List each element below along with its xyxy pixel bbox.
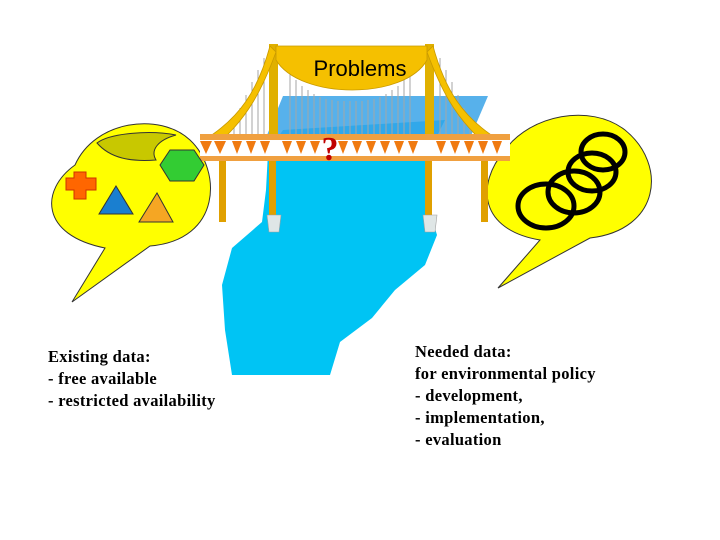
triangle-blue-icon xyxy=(98,185,134,215)
needed-data-line-4: - implementation, xyxy=(415,408,545,427)
river xyxy=(222,120,445,375)
bridge-deck xyxy=(200,134,510,161)
needed-data-line-5: - evaluation xyxy=(415,430,502,449)
question-mark: ? xyxy=(322,131,339,168)
needed-data-line-3: - development, xyxy=(415,386,523,405)
triangle-orange-icon xyxy=(138,192,174,223)
cable-main xyxy=(275,45,428,91)
needed-data-line-2: for environmental policy xyxy=(415,364,596,383)
cross-icon xyxy=(65,171,97,200)
bridge-towers xyxy=(219,44,488,233)
right-speech-bubble xyxy=(486,114,652,289)
existing-data-line-1: Existing data: xyxy=(48,347,151,366)
existing-data-label: Existing data: - free available - restri… xyxy=(48,346,216,412)
existing-data-line-2: - free available xyxy=(48,369,157,388)
existing-data-line-3: - restricted availability xyxy=(48,391,216,410)
chain-rings-icon xyxy=(515,131,628,231)
diagram-title: Problems xyxy=(314,56,407,81)
hexagon-icon xyxy=(159,149,205,182)
suspension-cables xyxy=(233,58,471,134)
needed-data-line-1: Needed data: xyxy=(415,342,512,361)
crescent-icon xyxy=(96,132,177,161)
needed-data-label: Needed data: for environmental policy - … xyxy=(415,341,596,451)
